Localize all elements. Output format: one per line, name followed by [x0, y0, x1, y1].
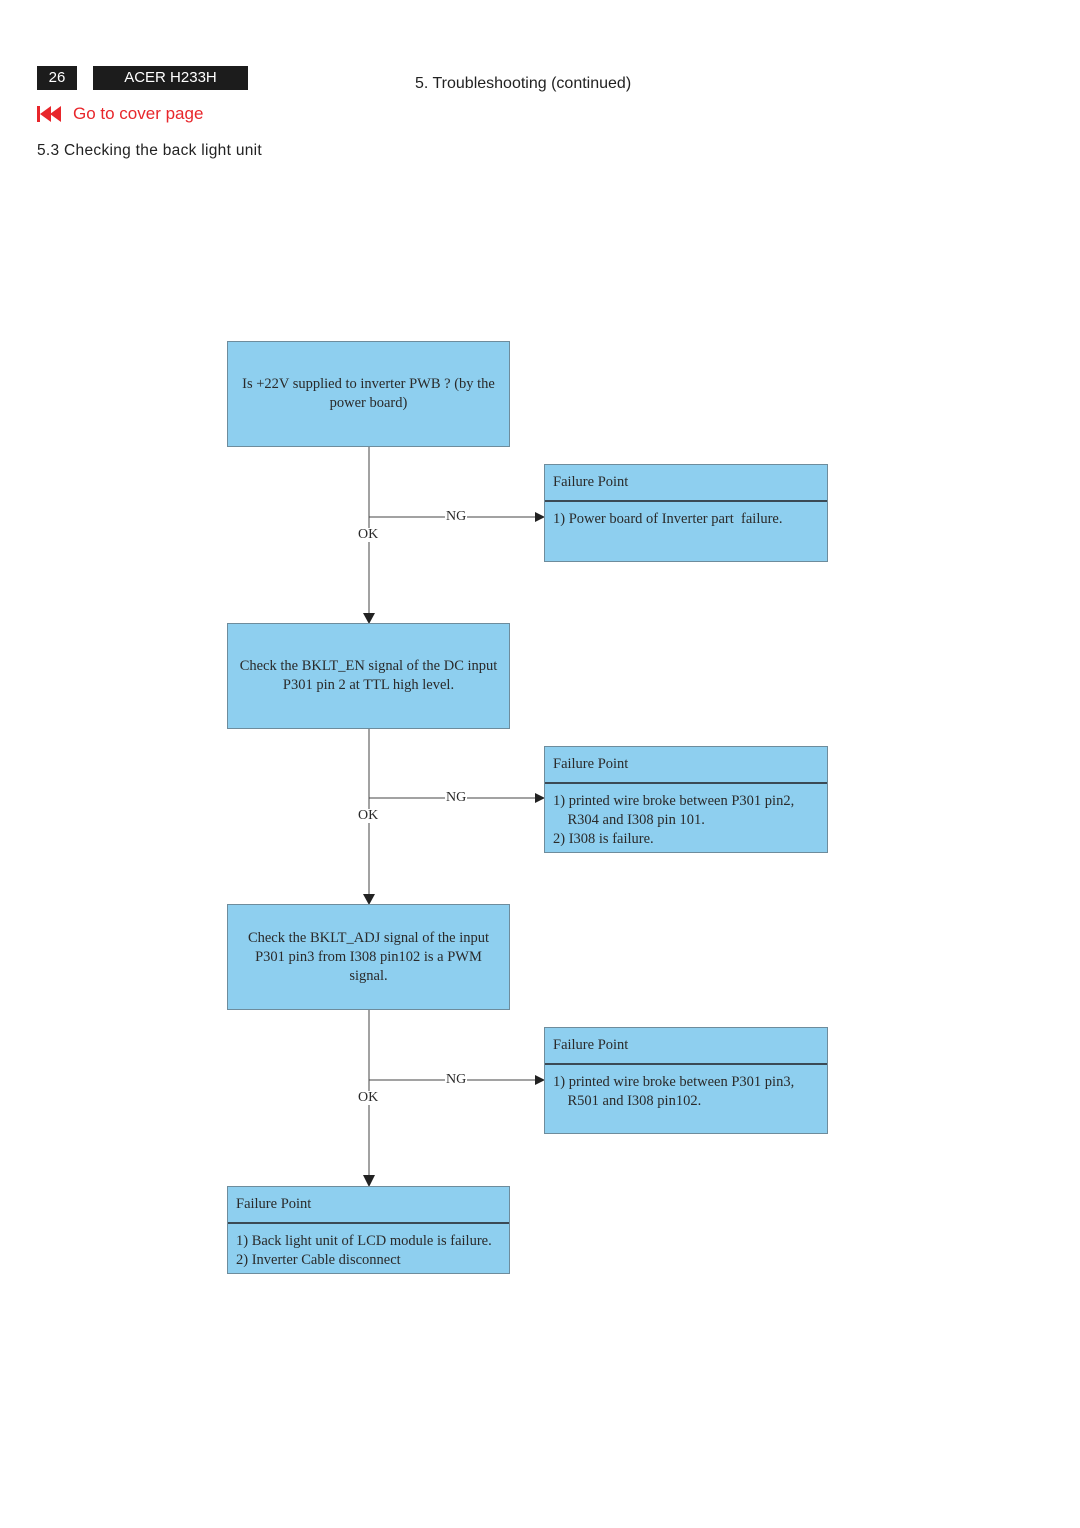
ng-label: NG [445, 1072, 468, 1087]
failure-box-1: Failure Point 1) Power board of Inverter… [544, 464, 828, 562]
ok-label: OK [357, 808, 380, 823]
failure-title: Failure Point [545, 747, 827, 784]
arrow-right-icon [535, 512, 545, 522]
ok-label: OK [357, 527, 380, 542]
failure-body: 1) printed wire broke between P301 pin2,… [553, 793, 795, 847]
step-box-1: Is +22V supplied to inverter PWB ? (by t… [227, 341, 510, 447]
go-to-cover-link[interactable]: Go to cover page [37, 103, 203, 125]
failure-title: Failure Point [228, 1187, 509, 1224]
arrow-down-icon [363, 1175, 375, 1187]
arrow-down-icon [363, 613, 375, 624]
skip-to-start-icon [37, 106, 61, 122]
arrow-right-icon [535, 793, 545, 803]
step-text: Is +22V supplied to inverter PWB ? (by t… [242, 376, 495, 411]
subtitle: 5.3 Checking the back light unit [37, 142, 263, 159]
ok-label: OK [357, 1090, 380, 1105]
step-box-3: Check the BKLT_ADJ signal of the input P… [227, 904, 510, 1010]
failure-title: Failure Point [545, 1028, 827, 1065]
arrow-down-icon [363, 894, 375, 905]
failure-body: 1) Power board of Inverter part failure. [553, 511, 783, 527]
failure-body: 1) printed wire broke between P301 pin3,… [553, 1074, 795, 1109]
failure-body: 1) Back light unit of LCD module is fail… [236, 1233, 492, 1268]
ng-label: NG [445, 509, 468, 524]
model-label: ACER H233H [93, 66, 248, 90]
page-number: 26 [37, 66, 77, 90]
step-text: Check the BKLT_EN signal of the DC input… [239, 658, 498, 693]
arrow-right-icon [535, 1075, 545, 1085]
failure-title: Failure Point [545, 465, 827, 502]
failure-box-2: Failure Point 1) printed wire broke betw… [544, 746, 828, 853]
section-header: 5. Troubleshooting (continued) [415, 75, 632, 92]
ng-label: NG [445, 790, 468, 805]
step-box-2: Check the BKLT_EN signal of the DC input… [227, 623, 510, 729]
final-failure-box: Failure Point 1) Back light unit of LCD … [227, 1186, 510, 1274]
go-to-cover-label: Go to cover page [73, 104, 204, 123]
step-text: Check the BKLT_ADJ signal of the input P… [247, 929, 490, 984]
failure-box-3: Failure Point 1) printed wire broke betw… [544, 1027, 828, 1134]
